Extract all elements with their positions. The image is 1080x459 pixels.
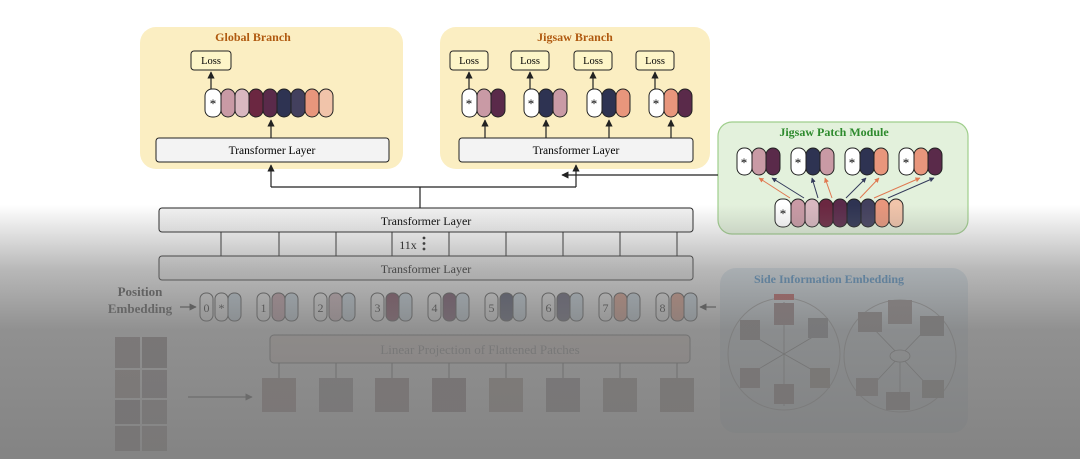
linear-projection-label: Linear Projection of Flattened Patches — [380, 342, 579, 357]
patch-connectors — [278, 363, 678, 378]
svg-text:*: * — [466, 96, 473, 111]
svg-text:*: * — [741, 155, 748, 170]
svg-text:*: * — [795, 155, 802, 170]
side-info-title: Side Information Embedding — [754, 272, 904, 286]
token-7: 7 — [598, 292, 641, 322]
global-loss-label: Loss — [201, 56, 221, 67]
jigsaw-token-group-3: * — [586, 88, 631, 118]
token-6: 6 — [541, 292, 584, 322]
svg-text:Loss: Loss — [583, 56, 603, 67]
module-input-sequence: * — [774, 198, 904, 228]
global-branch-panel: Global Branch Loss * Transformer Layer — [140, 27, 403, 169]
module-output-group-2: * — [790, 147, 835, 176]
svg-text:*: * — [528, 96, 535, 111]
jigsaw-branch-title: Jigsaw Branch — [537, 30, 613, 44]
svg-text:0: 0 — [204, 301, 210, 315]
token-8: 8 — [655, 292, 698, 322]
svg-text:3: 3 — [375, 301, 381, 315]
token-2: 2 — [313, 292, 356, 322]
jigsaw-branch-panel: Jigsaw Branch Loss Loss Loss Loss * * * — [440, 27, 710, 169]
global-transformer-label: Transformer Layer — [229, 145, 316, 157]
svg-text:Position: Position — [118, 284, 164, 299]
jigsaw-patch-module-title: Jigsaw Patch Module — [779, 125, 889, 139]
token-5: 5 — [484, 292, 527, 322]
svg-text:Embedding: Embedding — [108, 301, 173, 316]
backbone-top-label: Transformer Layer — [381, 214, 472, 228]
backbone-bottom-label: Transformer Layer — [381, 262, 472, 276]
module-output-group-4: * — [898, 147, 943, 176]
token-0: 0 * — [199, 292, 242, 322]
svg-text:6: 6 — [546, 301, 552, 315]
global-branch-title: Global Branch — [215, 30, 291, 44]
svg-text:*: * — [653, 96, 660, 111]
module-output-group-1: * — [736, 147, 781, 176]
svg-text:*: * — [849, 155, 856, 170]
patch-thumbnails — [262, 378, 694, 412]
svg-text:5: 5 — [489, 301, 495, 315]
global-token-sequence: * — [204, 88, 334, 118]
token-3: 3 — [370, 292, 413, 322]
jigsaw-patch-module-panel: Jigsaw Patch Module * * * * — [717, 121, 969, 235]
svg-text:Loss: Loss — [520, 56, 540, 67]
svg-text:Loss: Loss — [645, 56, 665, 67]
jigsaw-transformer-label: Transformer Layer — [533, 145, 620, 157]
source-image-grid — [115, 337, 167, 451]
svg-text:1: 1 — [261, 301, 267, 315]
token-4: 4 — [427, 292, 470, 322]
input-token-row: 0 * 1 2 3 4 — [199, 292, 698, 322]
position-embedding-label: Position Embedding — [108, 284, 173, 316]
svg-text:8: 8 — [660, 301, 666, 315]
branch-split-connector — [267, 164, 580, 208]
jigsaw-token-group-2: * — [523, 88, 568, 118]
svg-text:Loss: Loss — [459, 56, 479, 67]
svg-text:*: * — [903, 155, 910, 170]
svg-text:*: * — [780, 206, 787, 221]
vertical-ellipsis-icon — [422, 236, 426, 251]
svg-text:4: 4 — [432, 301, 438, 315]
jigsaw-token-group-1: * — [461, 88, 506, 118]
side-info-panel: Side Information Embedding — [720, 268, 968, 433]
jigsaw-token-group-4: * — [648, 88, 693, 118]
svg-text:7: 7 — [603, 301, 609, 315]
stack-connectors — [220, 232, 678, 256]
module-output-group-3: * — [844, 147, 889, 176]
backbone-stack: Transformer Layer 11x Transformer Layer — [158, 207, 694, 281]
repeat-count-label: 11x — [399, 238, 417, 252]
svg-text:*: * — [591, 96, 598, 111]
svg-text:2: 2 — [318, 301, 324, 315]
svg-text:*: * — [210, 96, 217, 111]
token-1: 1 — [256, 292, 299, 322]
svg-text:*: * — [219, 301, 225, 315]
